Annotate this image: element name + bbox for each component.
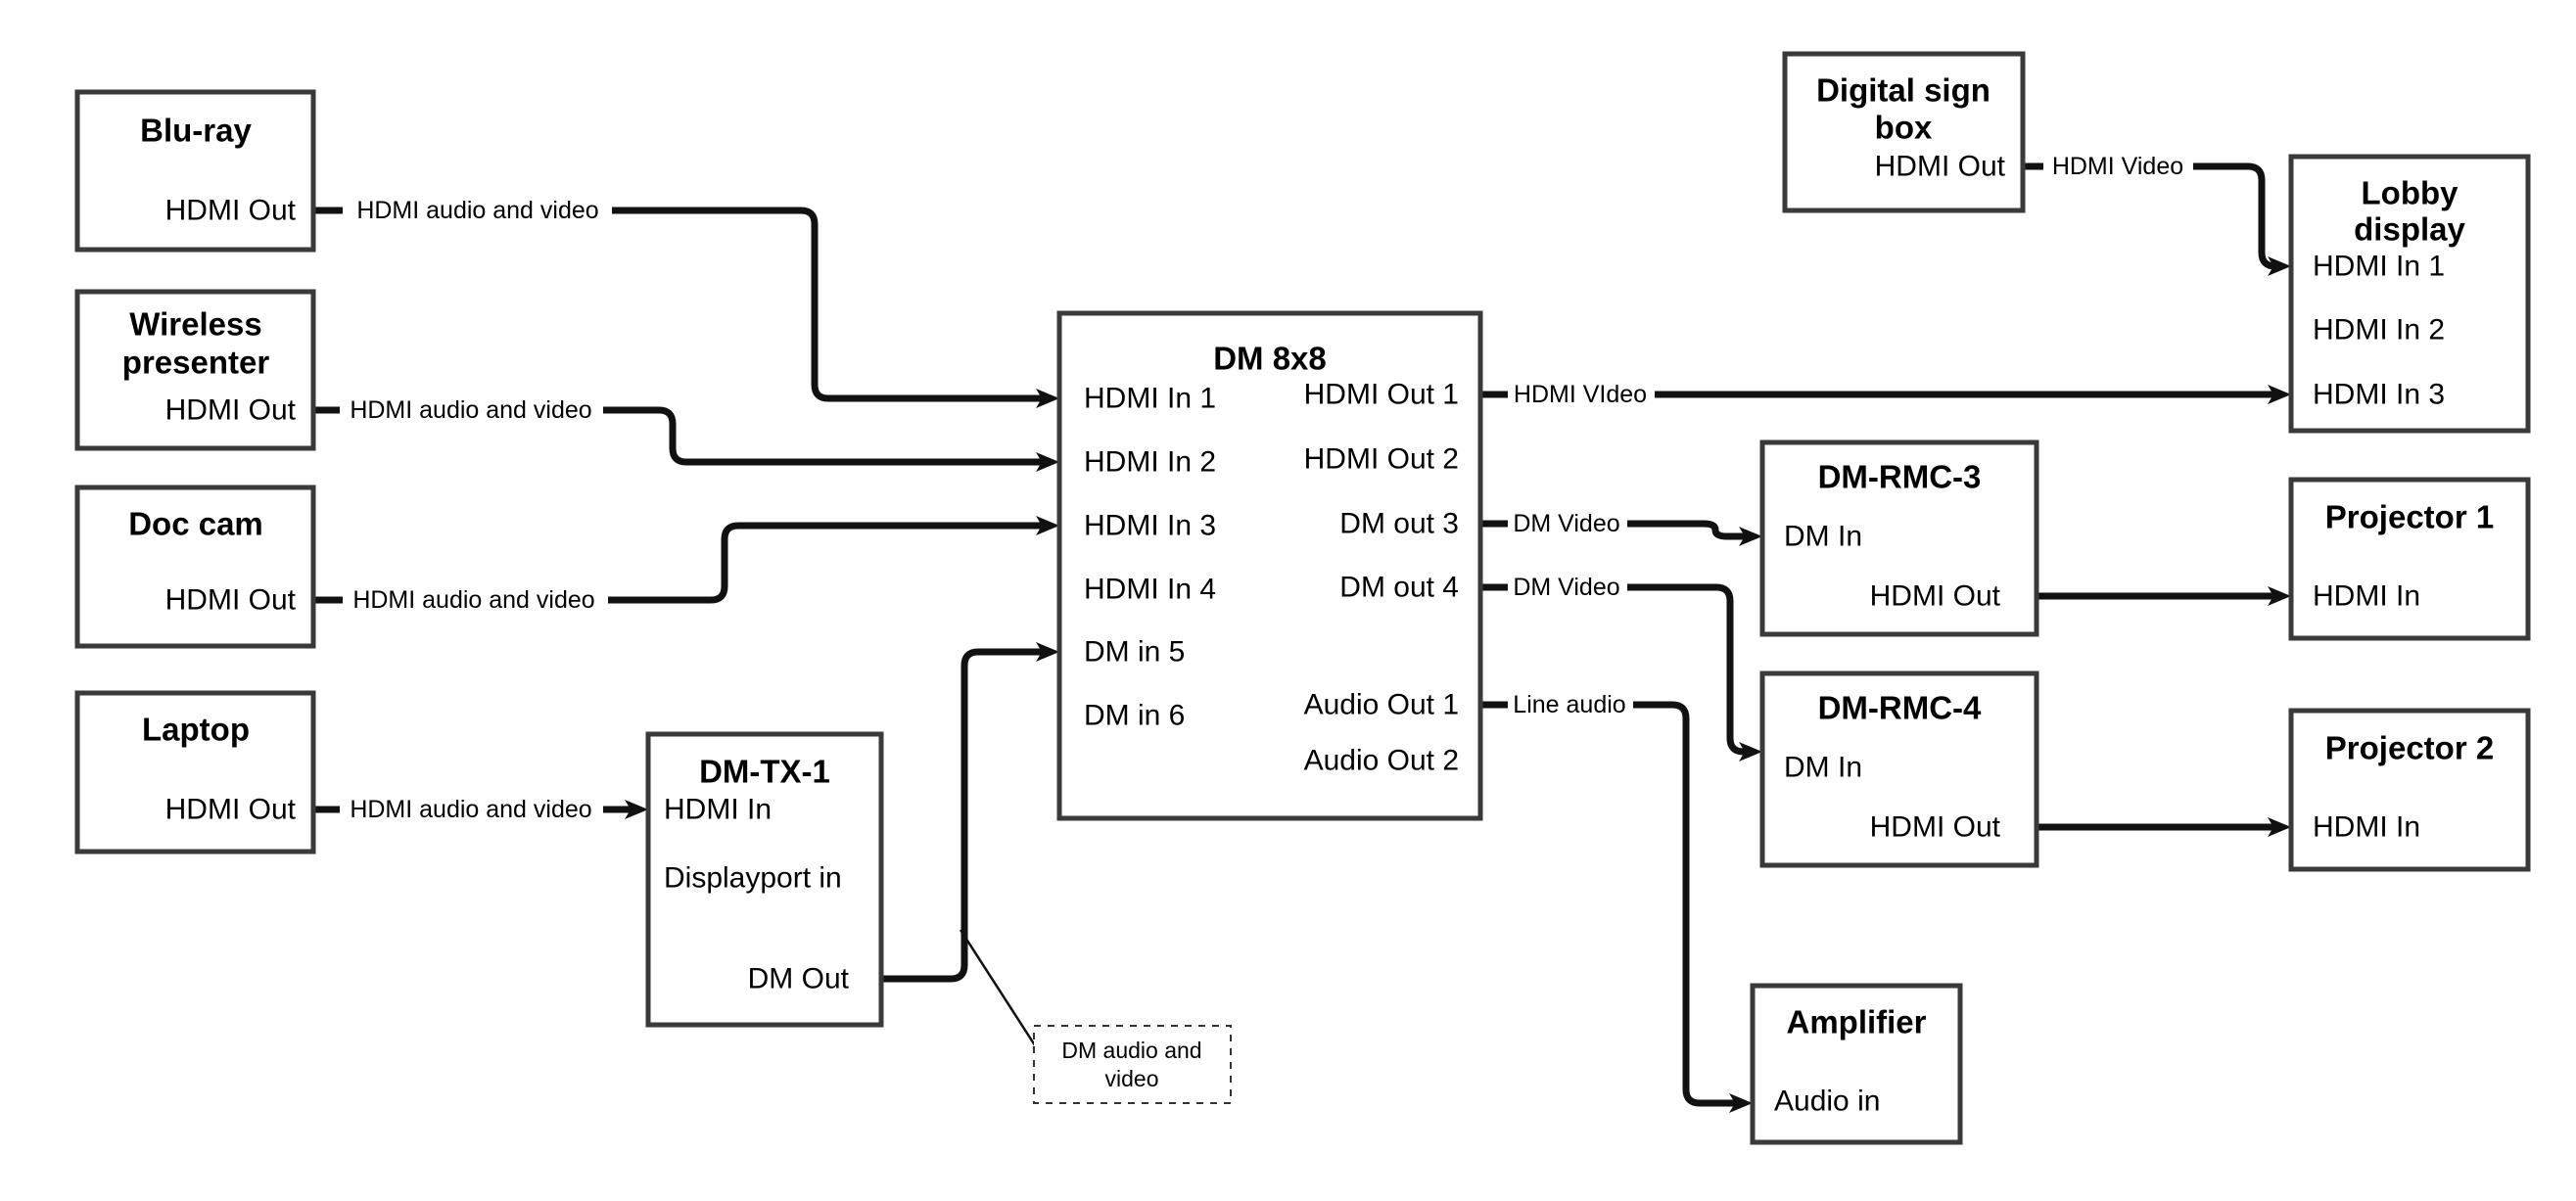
node-bluray: Blu-ray HDMI Out	[74, 89, 316, 253]
laptop-title: Laptop	[142, 712, 250, 748]
projector1-title: Projector 1	[2325, 499, 2494, 535]
node-amplifier: Amplifier Audio in	[1750, 983, 1963, 1145]
laptop-port-hdmi-out: HDMI Out	[165, 794, 297, 826]
digital-sign-title-line2: box	[1875, 110, 1933, 146]
edge-label-dm-video-4: DM Video	[1513, 574, 1619, 601]
edge-wireless-to-dm8x8: HDMI audio and video	[313, 396, 1059, 472]
node-wireless-presenter: Wireless presenter HDMI Out	[74, 289, 316, 451]
dmtx1-port-displayport-in: Displayport in	[664, 862, 842, 895]
edge-dm8x8-to-lobby: HDMI VIdeo	[1480, 381, 2291, 408]
dm8x8-port-audio-out-2: Audio Out 2	[1304, 745, 1459, 777]
lobby-title-line1: Lobby	[2362, 175, 2459, 211]
node-projector2: Projector 2 HDMI In	[2288, 708, 2531, 872]
edge-laptop-to-dmtx1: HDMI audio and video	[313, 796, 648, 823]
edge-label-dm-video-3: DM Video	[1513, 510, 1619, 537]
dm8x8-port-dm-in-6: DM in 6	[1084, 700, 1185, 732]
dmtx1-title: DM-TX-1	[699, 754, 830, 790]
node-rmc3: DM-RMC-3 DM In HDMI Out	[1759, 439, 2039, 637]
dm8x8-port-dm-out-3: DM out 3	[1339, 508, 1459, 540]
callout-text-line2: video	[1105, 1066, 1159, 1091]
edge-label-hdmi-video-sign: HDMI Video	[2052, 153, 2183, 180]
rmc3-port-hdmi-out: HDMI Out	[1870, 580, 2001, 613]
dm8x8-port-dm-in-5: DM in 5	[1084, 636, 1185, 669]
edge-label-hdmi-video-out1: HDMI VIdeo	[1514, 381, 1647, 408]
rmc4-port-hdmi-out: HDMI Out	[1870, 811, 2001, 844]
edge-label-bluray: HDMI audio and video	[356, 197, 598, 224]
edge-dm8x8-to-amplifier: Line audio	[1480, 691, 1753, 1113]
dm8x8-port-hdmi-in-1: HDMI In 1	[1084, 383, 1216, 415]
callout-text-line1: DM audio and	[1061, 1038, 1201, 1063]
projector1-port-hdmi-in: HDMI In	[2313, 580, 2420, 613]
dmtx1-port-dm-out: DM Out	[748, 963, 850, 995]
bluray-title: Blu-ray	[140, 113, 252, 149]
node-dm8x8: DM 8x8 HDMI In 1 HDMI In 2 HDMI In 3 HDM…	[1056, 310, 1483, 821]
edge-dmtx1-to-dm8x8	[881, 642, 1059, 1046]
lobby-title-line2: display	[2354, 211, 2465, 248]
dm8x8-port-hdmi-in-3: HDMI In 3	[1084, 510, 1216, 542]
rmc3-title: DM-RMC-3	[1818, 459, 1982, 495]
dm8x8-port-hdmi-out-2: HDMI Out 2	[1304, 443, 1459, 476]
node-digital-sign-box: Digital sign box HDMI Out	[1782, 51, 2026, 213]
wireless-title-line2: presenter	[122, 345, 270, 381]
wireless-port-hdmi-out: HDMI Out	[165, 394, 297, 427]
edge-bluray-to-dm8x8: HDMI audio and video	[313, 197, 1059, 408]
dm8x8-port-hdmi-in-4: HDMI In 4	[1084, 574, 1216, 606]
doccam-port-hdmi-out: HDMI Out	[165, 584, 297, 617]
callout-leader-line	[959, 929, 1037, 1046]
amplifier-title: Amplifier	[1786, 1004, 1926, 1040]
node-doccam: Doc cam HDMI Out	[74, 485, 316, 649]
amplifier-port-audio-in: Audio in	[1774, 1086, 1880, 1118]
edge-label-laptop: HDMI audio and video	[350, 796, 591, 823]
node-projector1: Projector 1 HDMI In	[2288, 477, 2531, 641]
edge-doccam-to-dm8x8: HDMI audio and video	[313, 516, 1059, 614]
edge-label-doccam: HDMI audio and video	[352, 586, 594, 614]
doccam-title: Doc cam	[128, 506, 263, 542]
projector2-port-hdmi-in: HDMI In	[2313, 811, 2420, 844]
node-rmc4: DM-RMC-4 DM In HDMI Out	[1759, 670, 2039, 868]
edge-label-line-audio: Line audio	[1513, 691, 1625, 718]
digital-sign-port-hdmi-out: HDMI Out	[1875, 151, 2006, 183]
bluray-port-hdmi-out: HDMI Out	[165, 195, 297, 227]
dm8x8-port-audio-out-1: Audio Out 1	[1304, 689, 1459, 721]
lobby-port-hdmi-in-2: HDMI In 2	[2313, 314, 2445, 346]
dm8x8-port-hdmi-out-1: HDMI Out 1	[1304, 379, 1459, 411]
edge-digitalsign-to-lobby: HDMI Video	[2023, 153, 2291, 276]
edge-label-wireless: HDMI audio and video	[350, 396, 591, 424]
node-laptop: Laptop HDMI Out	[74, 690, 316, 855]
node-dmtx1: DM-TX-1 HDMI In Displayport in DM Out	[645, 731, 884, 1028]
rmc4-title: DM-RMC-4	[1818, 690, 1982, 726]
dm8x8-port-dm-out-4: DM out 4	[1339, 572, 1459, 604]
lobby-port-hdmi-in-1: HDMI In 1	[2313, 251, 2445, 283]
rmc4-port-dm-in: DM In	[1784, 752, 1862, 784]
lobby-port-hdmi-in-3: HDMI In 3	[2313, 379, 2445, 411]
edge-dm8x8-to-rmc4: DM Video	[1480, 574, 1762, 762]
dm8x8-port-hdmi-in-2: HDMI In 2	[1084, 446, 1216, 479]
callout-dm-audio-video: DM audio and video	[1033, 1025, 1232, 1104]
edge-dm8x8-to-rmc3: DM Video	[1480, 510, 1762, 546]
rmc3-port-dm-in: DM In	[1784, 521, 1862, 553]
wireless-title-line1: Wireless	[129, 306, 261, 343]
digital-sign-title-line1: Digital sign	[1816, 72, 1991, 109]
dmtx1-port-hdmi-in: HDMI In	[664, 794, 772, 826]
dm8x8-title: DM 8x8	[1213, 341, 1327, 377]
node-lobby-display: Lobby display HDMI In 1 HDMI In 2 HDMI I…	[2288, 154, 2531, 434]
projector2-title: Projector 2	[2325, 730, 2494, 766]
